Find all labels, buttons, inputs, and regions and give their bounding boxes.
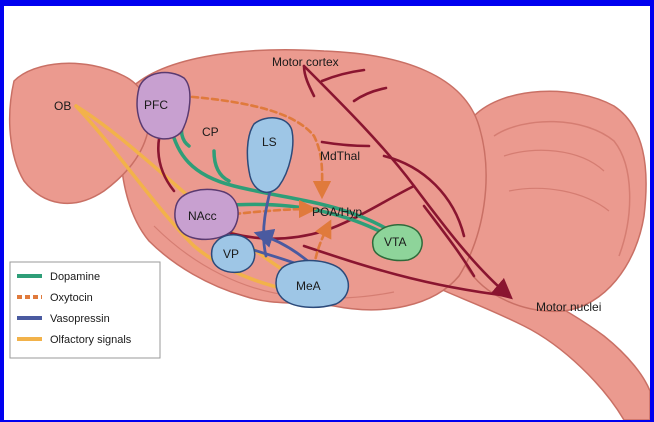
label-mea: MeA [296,279,321,293]
label-motor-cortex: Motor cortex [272,55,339,69]
brain-pathway-diagram: OB PFC CP LS MdThal NAcc POA/Hyp VTA VP … [4,6,650,420]
label-motor-nuclei: Motor nuclei [536,300,601,314]
label-cp: CP [202,125,219,139]
label-vta: VTA [384,235,406,249]
legend: DopamineOxytocinVasopressinOlfactory sig… [10,262,160,358]
legend-label: Dopamine [50,271,100,283]
label-mdthal: MdThal [320,149,360,163]
legend-label: Vasopressin [50,313,110,325]
label-vp: VP [223,247,239,261]
label-poa-hyp: POA/Hyp [312,205,362,219]
label-ls: LS [262,135,277,149]
label-pfc: PFC [144,98,168,112]
label-ob: OB [54,99,71,113]
legend-label: Oxytocin [50,292,93,304]
label-nacc: NAcc [188,209,217,223]
brain-silhouette [10,50,650,420]
diagram-frame: OB PFC CP LS MdThal NAcc POA/Hyp VTA VP … [4,6,650,420]
legend-label: Olfactory signals [50,334,132,346]
